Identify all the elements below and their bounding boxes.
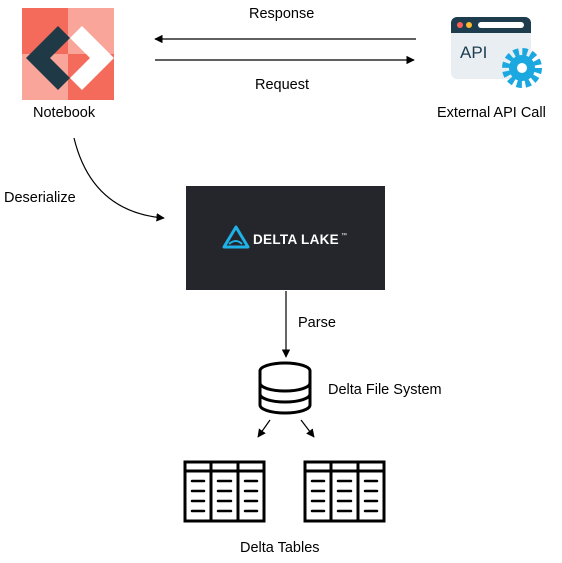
notebook-logo-icon bbox=[22, 8, 114, 100]
delta-fs-label: Delta File System bbox=[328, 382, 442, 398]
deserialize-arrow bbox=[73, 137, 165, 222]
deserialize-label: Deserialize bbox=[4, 190, 76, 206]
delta-lake-label: DELTA LAKE bbox=[253, 232, 339, 247]
delta-lake-logo-icon bbox=[222, 225, 250, 249]
parse-label: Parse bbox=[298, 315, 336, 331]
delta-tables-label: Delta Tables bbox=[240, 540, 320, 556]
fs-to-table-right-arrow bbox=[300, 419, 315, 438]
response-label: Response bbox=[249, 6, 315, 22]
table-right-icon bbox=[303, 460, 386, 523]
database-icon bbox=[258, 361, 312, 415]
gear-icon bbox=[502, 48, 542, 88]
api-badge-text: API bbox=[460, 43, 487, 62]
delta-lake-trademark: ™ bbox=[341, 232, 347, 239]
request-label: Request bbox=[255, 77, 310, 93]
delta-lake-box bbox=[186, 186, 385, 290]
table-left-icon bbox=[183, 460, 266, 523]
external-api-label: External API Call bbox=[437, 105, 546, 121]
fs-to-table-left-arrow bbox=[257, 419, 271, 438]
notebook-label: Notebook bbox=[33, 105, 96, 121]
